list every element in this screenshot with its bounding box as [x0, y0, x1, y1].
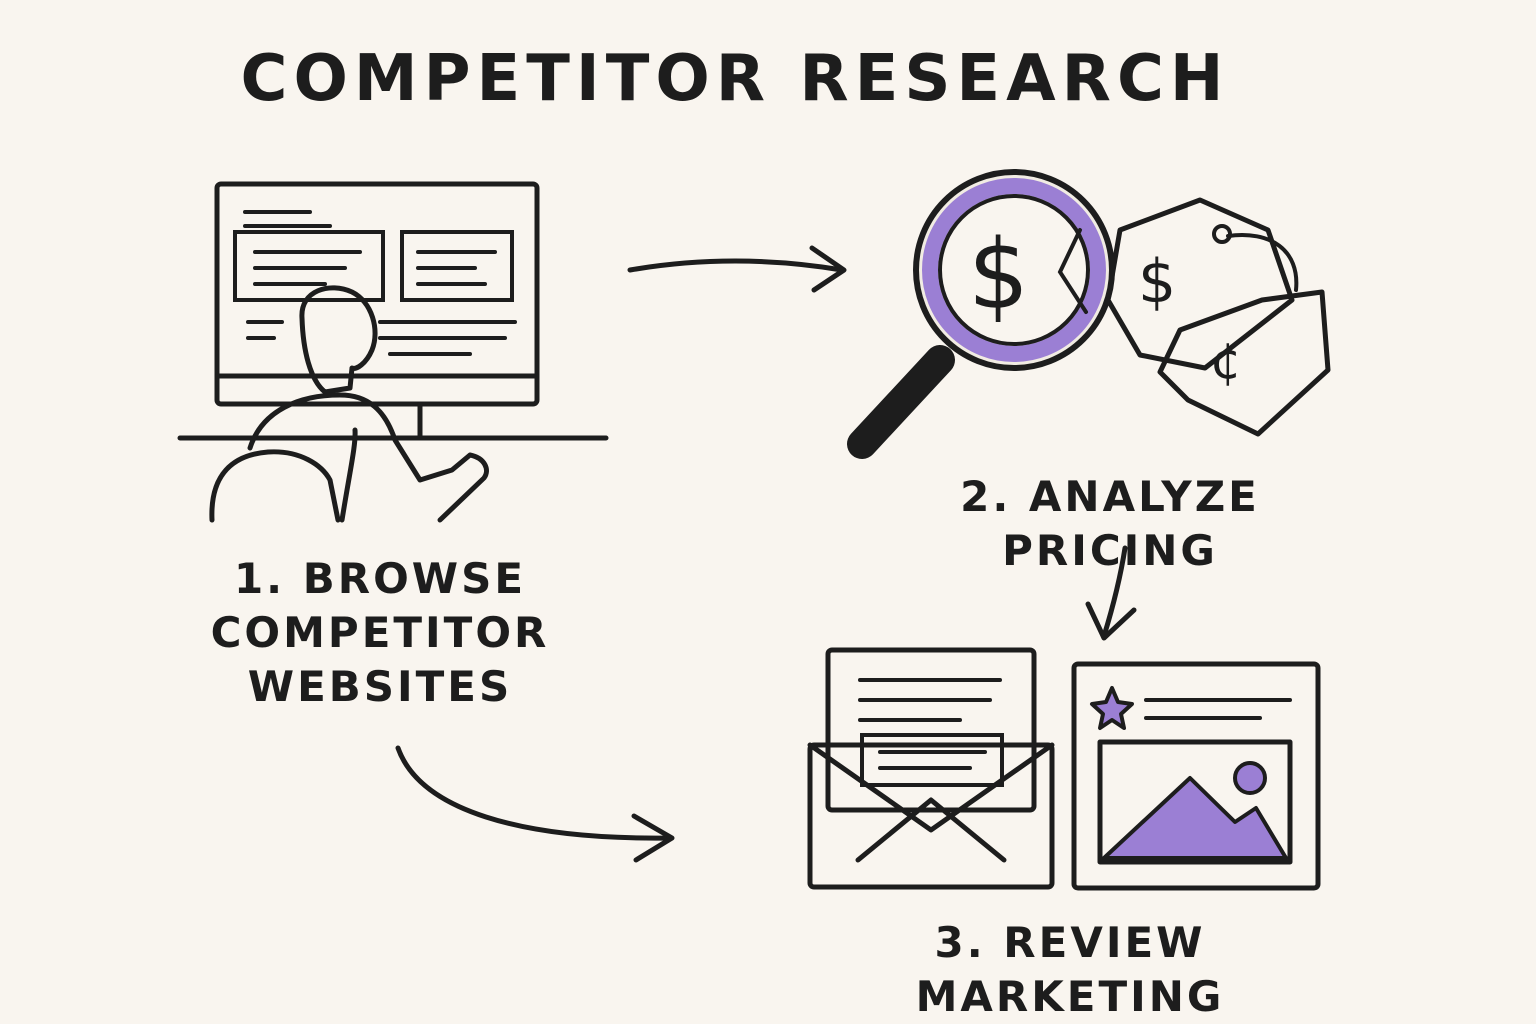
magnifier-price-tags-icon: $ ¢ $	[847, 169, 1331, 459]
step-2-label: 2. Analyze Pricing	[960, 472, 1260, 575]
arrow-browse-to-marketing	[395, 745, 675, 863]
step-1-line-3: Websites	[247, 662, 513, 711]
tag-price-symbol-large: $	[1138, 247, 1176, 317]
diagram-title: Competitor Research	[240, 42, 1230, 116]
email-and-ad-icon	[807, 647, 1321, 891]
person-at-computer-icon	[177, 181, 609, 523]
arrow-browse-to-pricing	[627, 245, 847, 293]
step-1-line-1: 1. Browse	[233, 554, 527, 603]
arrow-pricing-to-marketing	[1085, 545, 1137, 641]
step-1-line-2: Competitor	[210, 608, 550, 657]
step-3-label: 3. Review Marketing	[915, 918, 1225, 1021]
step-1-label: 1. Browse Competitor Websites	[150, 552, 610, 714]
tag-price-symbol-small: ¢	[1210, 332, 1242, 390]
magnifier-price-symbol: $	[968, 219, 1029, 331]
